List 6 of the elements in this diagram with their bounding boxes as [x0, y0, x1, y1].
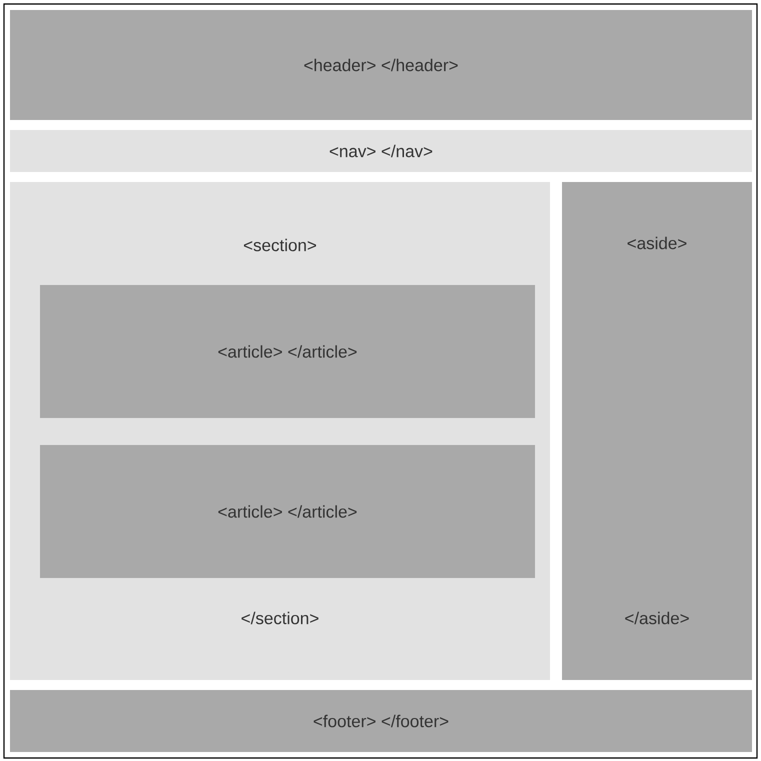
aside-box: <aside> </aside>	[562, 182, 752, 680]
article-box: <article> </article>	[40, 285, 535, 418]
footer-band: <footer> </footer>	[10, 690, 752, 752]
header-band: <header> </header>	[10, 10, 752, 120]
article-box: <article> </article>	[40, 445, 535, 578]
nav-band: <nav> </nav>	[10, 130, 752, 172]
